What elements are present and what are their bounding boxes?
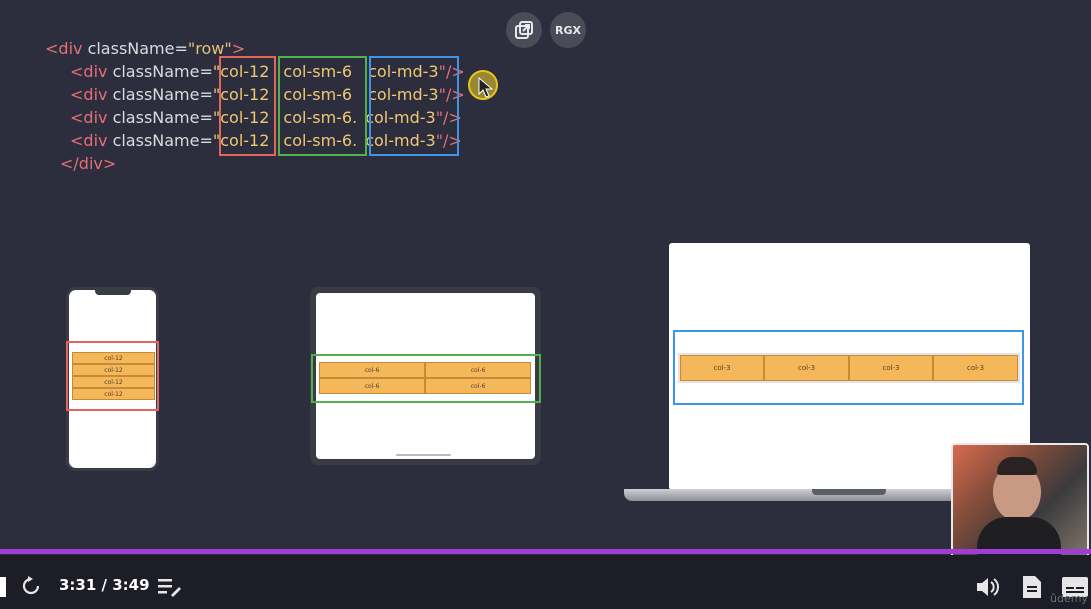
laptop-cell: col-3 bbox=[680, 355, 764, 381]
code-line-col: <div className="col-12 col-sm-6. col-md-3"… bbox=[70, 130, 462, 152]
code-class-xs: col-12 bbox=[220, 62, 270, 81]
code-quote: " bbox=[212, 62, 221, 81]
code-attr: className= bbox=[112, 62, 213, 81]
md-highlight-box bbox=[369, 56, 459, 156]
tablet-cell: col-6 bbox=[425, 378, 531, 394]
play-pause-button[interactable] bbox=[0, 577, 6, 597]
rgx-button[interactable]: RGX bbox=[550, 12, 586, 48]
code-class-sm: col-sm-6. bbox=[283, 131, 358, 150]
code-tag: <div bbox=[70, 108, 113, 127]
laptop-notch bbox=[812, 489, 886, 495]
tablet-cell: col-6 bbox=[319, 362, 425, 378]
code-tag: <div bbox=[70, 62, 113, 81]
sm-highlight-box bbox=[278, 56, 367, 156]
laptop-cell: col-3 bbox=[849, 355, 933, 381]
popout-button[interactable] bbox=[506, 12, 542, 48]
code-class-sm: col-sm-6 bbox=[283, 85, 353, 104]
tablet-cell: col-6 bbox=[319, 378, 425, 394]
xs-highlight-box bbox=[219, 56, 276, 156]
notes-icon[interactable] bbox=[158, 577, 182, 597]
phone-cell: col-12 bbox=[72, 388, 155, 400]
code-tag: </div> bbox=[60, 154, 117, 173]
progress-bar[interactable] bbox=[0, 549, 1091, 554]
code-class-md: col-md-3 bbox=[365, 108, 436, 127]
phone-xs-outline bbox=[66, 341, 159, 411]
code-class-xs: col-12 bbox=[220, 85, 270, 104]
captions-icon[interactable] bbox=[1062, 577, 1088, 597]
code-tag: <div bbox=[70, 131, 113, 150]
code-tag: "/> bbox=[435, 131, 462, 150]
playback-time: 3:31 / 3:49 bbox=[59, 576, 150, 594]
rewind-icon[interactable] bbox=[20, 575, 42, 597]
code-class-md: col-md-3 bbox=[368, 85, 439, 104]
code-class-sm: col-sm-6 bbox=[283, 62, 353, 81]
popout-icon bbox=[515, 21, 533, 39]
cursor-icon bbox=[478, 77, 494, 98]
code-attr: className= bbox=[112, 131, 213, 150]
code-quote: " bbox=[212, 108, 221, 127]
code-quote: " bbox=[212, 85, 221, 104]
tablet-cell: col-6 bbox=[425, 362, 531, 378]
code-tag: "/> bbox=[435, 108, 462, 127]
player-controls bbox=[0, 555, 1091, 609]
phone-notch bbox=[94, 290, 131, 295]
code-class-md: col-md-3 bbox=[368, 62, 439, 81]
code-class-xs: col-12 bbox=[220, 131, 270, 150]
code-class-sm: col-sm-6. bbox=[283, 108, 358, 127]
transcript-icon[interactable] bbox=[1022, 575, 1042, 599]
phone-cell: col-12 bbox=[72, 352, 155, 364]
code-class-md: col-md-3 bbox=[365, 131, 436, 150]
udemy-watermark: ûdemy bbox=[1050, 592, 1088, 605]
code-quote: " bbox=[212, 131, 221, 150]
instructor-hair bbox=[997, 457, 1037, 475]
volume-icon[interactable] bbox=[976, 576, 1000, 598]
tablet-sm-outline bbox=[311, 354, 541, 403]
code-tag: > bbox=[231, 39, 246, 58]
code-line-row: <div className="row"> bbox=[45, 38, 245, 60]
laptop-cell: col-3 bbox=[764, 355, 849, 381]
code-tag: <div bbox=[45, 39, 88, 58]
code-class-xs: col-12 bbox=[220, 108, 270, 127]
phone-cell: col-12 bbox=[72, 364, 155, 376]
code-line-col: <div className="col-12 col-sm-6. col-md-3"… bbox=[70, 107, 462, 129]
code-line-close: </div> bbox=[60, 153, 116, 175]
laptop-cell: col-3 bbox=[933, 355, 1018, 381]
phone-cell: col-12 bbox=[72, 376, 155, 388]
code-attr: className= bbox=[87, 39, 188, 58]
code-string: "row" bbox=[187, 39, 232, 58]
code-tag: <div bbox=[70, 85, 113, 104]
code-attr: className= bbox=[112, 85, 213, 104]
code-attr: className= bbox=[112, 108, 213, 127]
tablet-home-bar bbox=[396, 454, 451, 456]
laptop-md-outline bbox=[673, 330, 1024, 405]
